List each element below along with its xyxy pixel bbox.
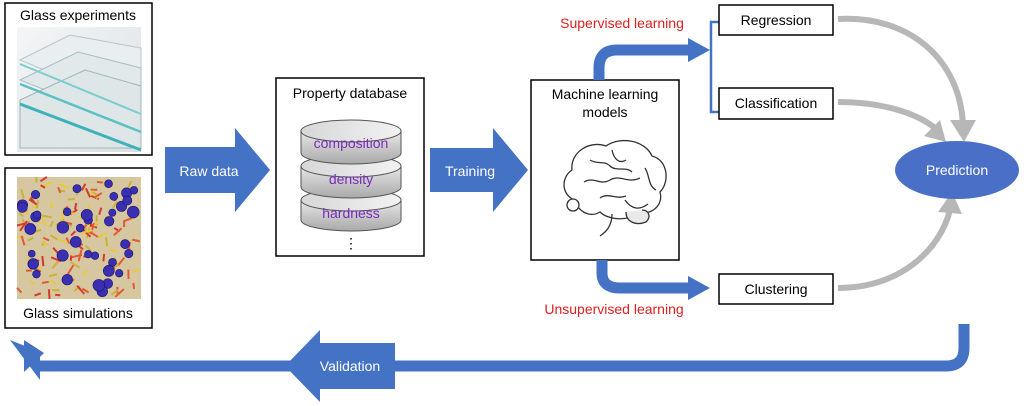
ml-models-panel: Machine learning models — [530, 79, 680, 261]
glass-simulations-label: Glass simulations — [23, 305, 133, 321]
brain-icon — [563, 139, 667, 237]
raw-data-label: Raw data — [179, 163, 238, 179]
glass-experiments-label: Glass experiments — [20, 7, 136, 23]
clustering-label: Clustering — [744, 281, 807, 297]
regression-label: Regression — [741, 12, 812, 28]
ml-models-title-line1: Machine learning — [552, 86, 659, 102]
ml-models-title-line2: models — [582, 104, 627, 120]
supervised-branch-arrow — [593, 38, 710, 80]
atomic-structure-render — [16, 176, 141, 300]
regression-box: Regression — [718, 4, 834, 36]
property-database-title: Property database — [293, 85, 408, 101]
glass-sheets-photo — [17, 27, 142, 152]
database-record-hardness: hardness — [322, 205, 380, 221]
glass-simulations-panel: Glass simulations — [4, 167, 153, 329]
classification-label: Classification — [735, 95, 817, 111]
raw-data-arrow: Raw data — [165, 128, 270, 212]
validation-label: Validation — [320, 358, 380, 374]
clustering-box: Clustering — [718, 273, 834, 305]
validation-arrow: Validation — [10, 324, 970, 402]
prediction-label: Prediction — [926, 162, 988, 178]
training-label: Training — [445, 163, 495, 179]
training-arrow: Training — [430, 128, 528, 212]
database-more-ellipsis: ⋮ — [344, 235, 358, 251]
regression-to-prediction-arrow — [837, 15, 976, 142]
supervised-bracket — [709, 20, 719, 114]
glass-experiments-panel: Glass experiments — [4, 2, 153, 156]
property-database-panel: Property database composition density ha… — [275, 77, 425, 257]
database-record-density: density — [329, 171, 373, 187]
unsupervised-learning-label: Unsupervised learning — [544, 301, 683, 317]
classification-box: Classification — [718, 87, 834, 120]
unsupervised-branch-arrow — [596, 260, 710, 300]
prediction-node: Prediction — [895, 141, 1019, 199]
supervised-learning-label: Supervised learning — [560, 15, 684, 31]
classification-to-prediction-arrow — [837, 99, 946, 142]
database-icon — [300, 119, 402, 232]
clustering-to-prediction-arrow — [837, 192, 962, 291]
database-record-composition: composition — [314, 135, 389, 151]
